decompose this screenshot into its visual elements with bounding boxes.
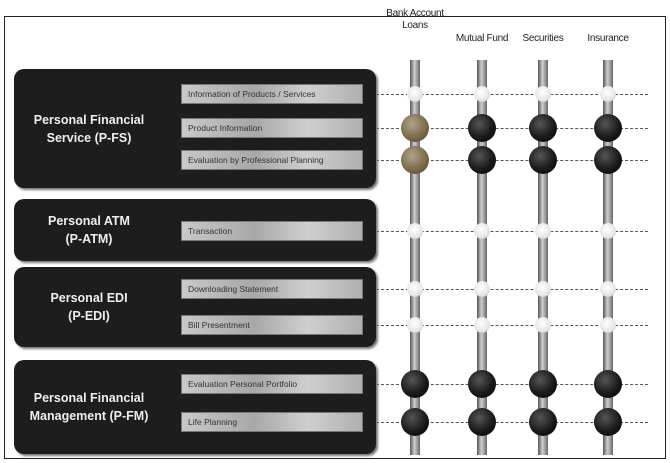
node-insurance-dark [594, 408, 622, 436]
function-bar[interactable]: Product Information [181, 118, 363, 138]
column-header-loans: Bank Account Loans [386, 8, 444, 31]
node-loans-light [407, 317, 423, 333]
node-loans-light [407, 86, 423, 102]
pole-mutual_fund [477, 60, 487, 455]
node-insurance-dark [594, 146, 622, 174]
node-mutual_fund-dark [468, 370, 496, 398]
function-bar[interactable]: Downloading Statement [181, 279, 363, 299]
node-insurance-light [600, 223, 616, 239]
connector-line [376, 289, 648, 290]
node-insurance-light [600, 281, 616, 297]
node-insurance-light [600, 86, 616, 102]
pole-insurance [603, 60, 613, 455]
node-securities-light [535, 86, 551, 102]
connector-line [376, 422, 648, 423]
connector-line [376, 94, 648, 95]
function-bar[interactable]: Information of Products / Services [181, 84, 363, 104]
node-mutual_fund-dark [468, 408, 496, 436]
column-header-insurance: Insurance [587, 33, 629, 44]
function-bar[interactable]: Life Planning [181, 412, 363, 432]
node-loans-brown [401, 146, 429, 174]
function-bar[interactable]: Bill Presentment [181, 315, 363, 335]
function-bar[interactable]: Evaluation Personal Portfolio [181, 374, 363, 394]
node-mutual_fund-dark [468, 146, 496, 174]
node-insurance-light [600, 317, 616, 333]
connector-line [376, 384, 648, 385]
connector-line [376, 160, 648, 161]
service-title: Personal Financial Management (P-FM) [29, 391, 149, 423]
column-header-mutual_fund: Mutual Fund [455, 33, 509, 44]
column-header-securities: Securities [522, 33, 564, 44]
node-securities-light [535, 317, 551, 333]
node-securities-dark [529, 370, 557, 398]
node-loans-dark [401, 408, 429, 436]
connector-line [376, 128, 648, 129]
node-mutual_fund-light [474, 223, 490, 239]
pole-loans [410, 60, 420, 455]
node-insurance-dark [594, 370, 622, 398]
function-bar[interactable]: Transaction [181, 221, 363, 241]
node-loans-light [407, 281, 423, 297]
connector-line [376, 231, 648, 232]
node-loans-dark [401, 370, 429, 398]
node-securities-light [535, 223, 551, 239]
connector-line [376, 325, 648, 326]
node-mutual_fund-light [474, 317, 490, 333]
node-mutual_fund-light [474, 281, 490, 297]
node-securities-dark [529, 146, 557, 174]
node-insurance-dark [594, 114, 622, 142]
service-title: Personal ATM (P-ATM) [48, 214, 130, 246]
node-mutual_fund-dark [468, 114, 496, 142]
service-title: Personal EDI (P-EDI) [50, 291, 128, 323]
node-loans-brown [401, 114, 429, 142]
service-title: Personal Financial Service (P-FS) [33, 112, 145, 145]
pole-securities [538, 60, 548, 455]
node-mutual_fund-light [474, 86, 490, 102]
node-securities-dark [529, 114, 557, 142]
function-bar[interactable]: Evaluation by Professional Planning [181, 150, 363, 170]
node-loans-light [407, 223, 423, 239]
node-securities-light [535, 281, 551, 297]
node-securities-dark [529, 408, 557, 436]
